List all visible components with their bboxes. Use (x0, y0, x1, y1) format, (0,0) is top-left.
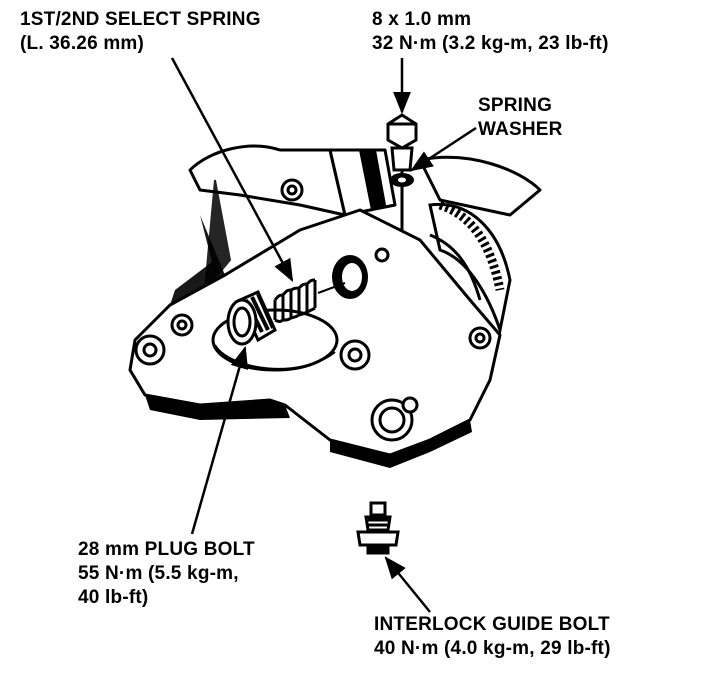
callout-guide-bolt: INTERLOCK GUIDE BOLT 40 N·m (4.0 kg-m, 2… (374, 613, 611, 661)
leader-guide-bolt (384, 556, 431, 613)
callout-mount-bolt: 8 x 1.0 mm 32 N·m (3.2 kg-m, 23 lb-ft) (372, 8, 609, 56)
mount-bolt-8mm (386, 113, 418, 232)
callout-plug-bolt: 28 mm PLUG BOLT 55 N·m (5.5 kg-m, 40 lb-… (78, 538, 255, 610)
guide-bolt-torque: 40 N·m (4.0 kg-m, 29 lb-ft) (374, 638, 611, 659)
plug-bolt-label: 28 mm PLUG BOLT (78, 539, 255, 560)
select-spring-length: (L. 36.26 mm) (20, 33, 145, 54)
housing-shadows (145, 215, 472, 468)
select-spring-label: 1ST/2ND SELECT SPRING (20, 9, 261, 30)
interlock-guide-bolt (356, 501, 400, 555)
assembly-axis (317, 282, 346, 294)
plug-bolt-torque-1: 55 N·m (5.5 kg-m, (78, 563, 239, 584)
plug-bolt-28mm (226, 290, 277, 346)
callout-spring-washer: SPRING WASHER (478, 94, 563, 142)
plug-bolt-torque-2: 40 lb-ft) (78, 587, 149, 608)
select-spring (273, 278, 317, 323)
spring-washer-label-1: SPRING (478, 95, 553, 116)
leader-select-spring (170, 57, 294, 282)
spring-washer (390, 173, 414, 187)
mount-bolt-torque: 32 N·m (3.2 kg-m, 23 lb-ft) (372, 33, 609, 54)
leader-spring-washer (410, 126, 477, 172)
gear (428, 200, 512, 336)
spring-bore (332, 255, 368, 299)
guide-bolt-label: INTERLOCK GUIDE BOLT (374, 614, 610, 635)
leader-plug-bolt (190, 345, 249, 535)
leader-lines (170, 57, 477, 613)
spring-washer-label-2: WASHER (478, 119, 563, 140)
mount-bolt-size: 8 x 1.0 mm (372, 9, 472, 30)
mounting-bosses (134, 178, 492, 442)
callout-select-spring: 1ST/2ND SELECT SPRING (L. 36.26 mm) (20, 8, 261, 56)
